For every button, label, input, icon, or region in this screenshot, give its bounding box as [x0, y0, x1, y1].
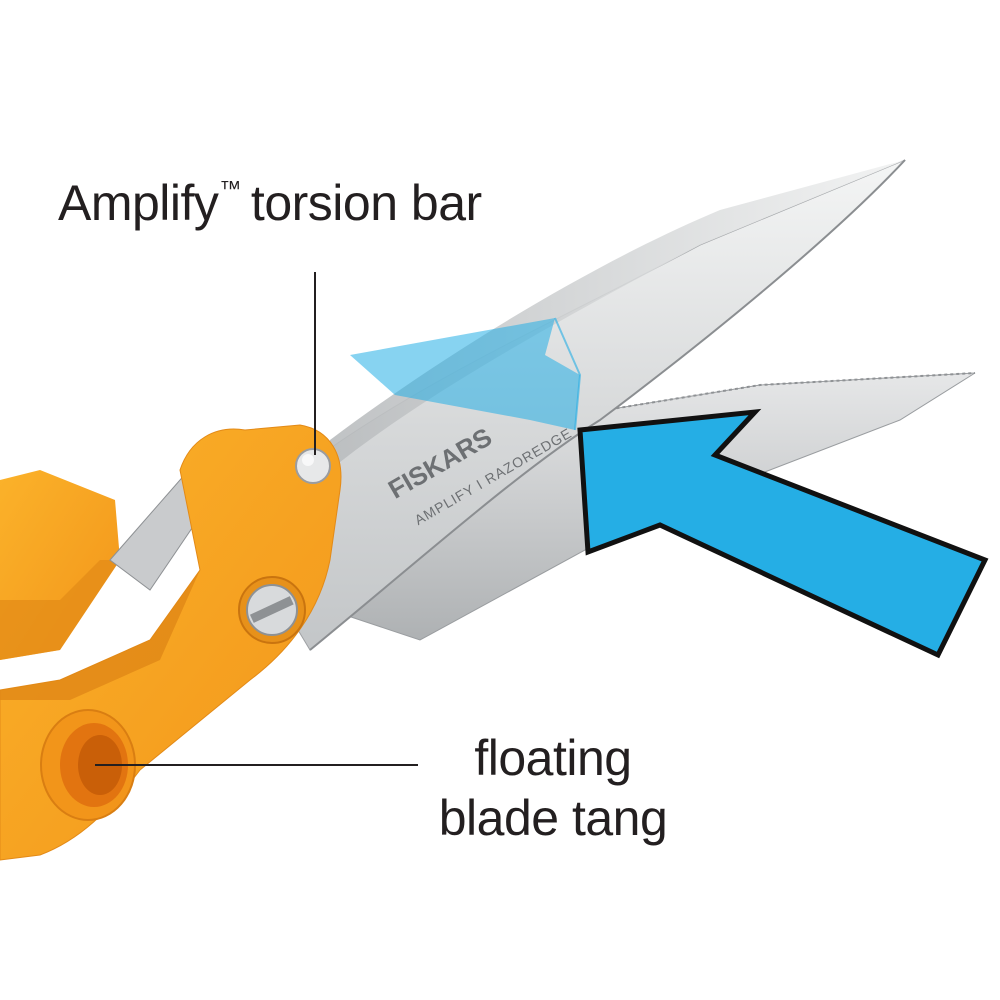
torsion-rivet-highlight — [302, 454, 314, 466]
pivot-screw-slot — [249, 596, 294, 623]
torsion-rivet — [295, 448, 331, 484]
torsion-bar-label-rest: torsion bar — [250, 175, 482, 231]
torsion-bar-label-brand: Amplify — [58, 175, 219, 231]
back-handle-shadow — [0, 560, 120, 660]
upper-blade-edge — [309, 159, 906, 651]
blade-tang-label: floating blade tang — [418, 728, 688, 848]
blade-tang-label-line1: floating — [474, 730, 632, 786]
blade-arrow-icon — [577, 408, 989, 659]
trademark-symbol: ™ — [219, 176, 241, 201]
torsion-arrow-icon — [350, 318, 580, 430]
blade-tang-label-line2: blade tang — [438, 790, 668, 846]
torsion-arrow-outline — [554, 317, 582, 431]
torsion-bar-label: Amplify™ torsion bar — [58, 175, 482, 231]
lower-blade-serration — [574, 372, 976, 416]
front-handle-shade — [0, 570, 200, 700]
